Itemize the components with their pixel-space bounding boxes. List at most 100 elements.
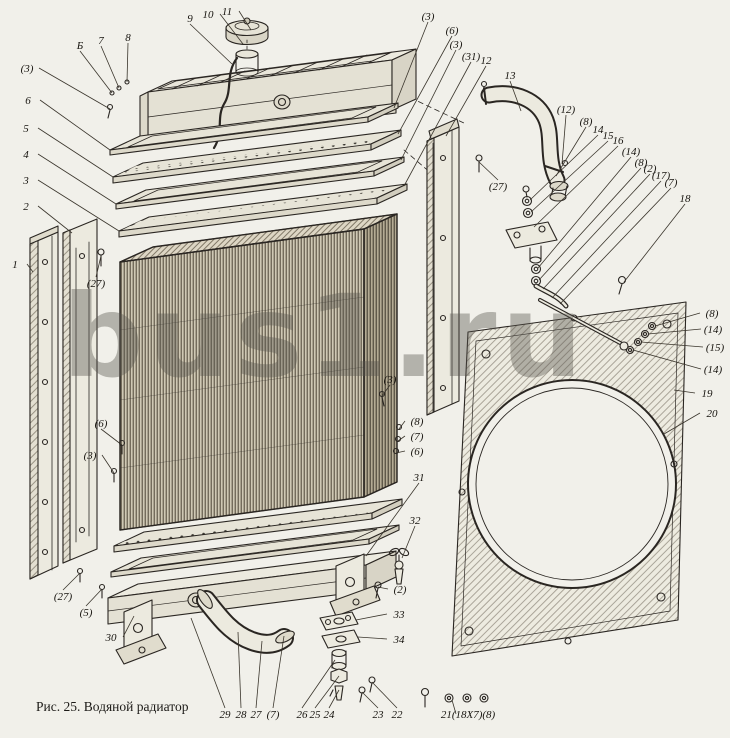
part-number: 4 — [23, 149, 29, 161]
core-side-bolts — [110, 390, 403, 483]
leader-line — [371, 681, 398, 709]
leader-line — [640, 341, 704, 348]
leader-line — [542, 173, 651, 290]
part-number: 11 — [222, 6, 232, 18]
leader-line — [272, 635, 285, 709]
inlet-hose — [480, 80, 569, 202]
leader-line — [400, 49, 457, 161]
leader-line — [38, 67, 111, 110]
leader-line — [663, 412, 701, 435]
part-number: 16 — [613, 135, 625, 147]
leader-line — [37, 205, 73, 234]
part-number: 7 — [98, 35, 104, 47]
leader-line — [451, 699, 457, 715]
part-number: 3 — [22, 175, 29, 187]
left-side-channels — [29, 218, 105, 580]
leader-line — [100, 45, 120, 89]
part-number: 27 — [251, 709, 263, 721]
part-number: 14 — [593, 124, 605, 136]
leader-line — [559, 187, 672, 305]
leader-line — [314, 675, 340, 709]
leader-line — [101, 454, 115, 474]
part-number: (14) — [622, 146, 641, 158]
bracket-bolt — [617, 275, 627, 295]
leader-line — [533, 145, 619, 228]
leader-line — [381, 384, 391, 397]
leader-line — [673, 389, 696, 394]
part-number: 33 — [393, 609, 406, 621]
part-number: (2) — [394, 584, 407, 596]
leader-line — [126, 42, 129, 83]
part-number: 34 — [393, 634, 406, 646]
leader-line — [37, 179, 120, 232]
part-number: (27) — [87, 278, 106, 290]
leader-line — [632, 349, 702, 370]
part-number: 18 — [680, 193, 692, 205]
part-number: 12 — [481, 55, 493, 67]
leader-line — [377, 586, 389, 590]
part-number: 10 — [203, 9, 215, 21]
part-number: (7) — [267, 709, 280, 721]
part-number: 31 — [413, 472, 425, 484]
leader-line — [62, 572, 81, 591]
corner-fasteners — [420, 687, 489, 708]
leader-line — [95, 255, 102, 278]
leader-line — [357, 636, 388, 640]
leader-line — [551, 180, 662, 299]
leader-line — [365, 482, 420, 557]
header-plate — [113, 498, 403, 553]
part-number: Б — [76, 40, 84, 52]
leader-line — [37, 153, 117, 205]
part-number: (14) — [704, 324, 723, 336]
upper-bracket-assembly — [505, 185, 629, 351]
part-number: (3) — [21, 63, 34, 75]
leader-line — [647, 328, 702, 335]
leader-line — [509, 80, 522, 112]
part-number: 1 — [12, 259, 18, 271]
leader-line — [530, 140, 609, 213]
leader-line — [555, 126, 587, 177]
part-number: (8) — [580, 116, 593, 128]
part-number: 23 — [373, 709, 385, 721]
part-number: 25 — [310, 709, 322, 721]
leader-line — [85, 588, 103, 607]
part-number: (15) — [706, 342, 725, 354]
part-number: 28 — [236, 709, 248, 721]
outlet-elbow-hose — [196, 589, 295, 654]
part-number: (8) — [706, 308, 719, 320]
fan-shroud — [451, 301, 687, 657]
part-number: (8) — [635, 157, 648, 169]
part-number: (7) — [411, 431, 424, 443]
part-number: (27) — [54, 591, 73, 603]
part-number: 2 — [23, 201, 29, 213]
drain-tap — [374, 547, 410, 599]
leader-line — [355, 613, 388, 621]
filler-cap — [225, 17, 269, 51]
part-number: (5) — [80, 607, 93, 619]
outlet-boss — [273, 94, 291, 110]
part-number: (17) — [652, 170, 671, 182]
part-number: 26 — [297, 709, 309, 721]
leader-line — [623, 203, 686, 283]
header-plate — [112, 129, 402, 184]
part-number: 19 — [702, 388, 714, 400]
leader-line — [255, 640, 263, 709]
channel-bolt — [475, 154, 483, 173]
part-number: (31) — [462, 51, 481, 63]
leader-line — [238, 10, 252, 31]
leader-line — [189, 23, 233, 65]
leader-line — [401, 525, 416, 559]
leader-line — [561, 114, 567, 165]
leader-line — [393, 21, 429, 109]
part-number: (8) — [411, 416, 424, 428]
part-number: 24 — [324, 709, 336, 721]
part-number: (12) — [557, 104, 576, 116]
part-number: (6) — [95, 418, 108, 430]
part-number: (14) — [704, 364, 723, 376]
leader-line — [39, 99, 111, 151]
lower-left-bolts — [76, 567, 106, 599]
gasket-plate — [109, 102, 399, 156]
part-number: (3) — [384, 374, 397, 386]
